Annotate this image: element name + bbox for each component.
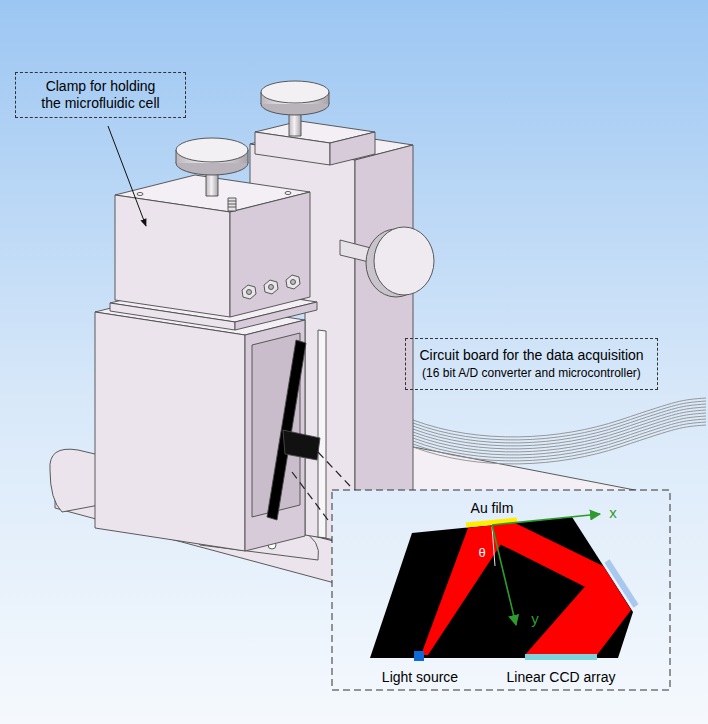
callout-text: Circuit board for the data acquisition: [418, 346, 645, 365]
cable-wire: [413, 398, 706, 437]
figure-label: y: [531, 611, 539, 626]
clamp-front: [115, 195, 230, 317]
figure-label: Light source: [382, 670, 458, 684]
callout-box: Clamp for holding the microfluidic cell: [15, 72, 186, 118]
cap-side: [330, 132, 375, 165]
knob-face: [374, 227, 434, 295]
callout-subtext: (16 bit A/D converter and microcontrolle…: [418, 365, 645, 381]
screw: [228, 198, 236, 211]
hole: [285, 192, 291, 195]
block-front: [95, 312, 245, 551]
cable-wire: [413, 410, 706, 449]
prism-body: [370, 517, 633, 658]
nut-bore: [291, 280, 296, 285]
cable-wire: [413, 413, 706, 452]
leader-arrow: [108, 126, 146, 226]
zoom-line: [318, 452, 350, 486]
knob-top: [261, 81, 329, 103]
cable-wire: [413, 422, 706, 461]
figure-label: Au film: [471, 501, 514, 515]
inset-frame: [332, 490, 670, 690]
zoom-line: [292, 472, 328, 520]
y-axis: [492, 525, 516, 625]
column-slot: [318, 330, 326, 538]
figure-label: Linear CCD array: [507, 670, 616, 684]
knob-top: [176, 138, 248, 162]
mirror: [607, 561, 636, 606]
screw-thread: [228, 201, 236, 207]
cable-wire: [413, 404, 706, 443]
cable-wire: [413, 416, 706, 455]
light-source: [414, 651, 424, 661]
hex-nut: [286, 275, 300, 289]
hex-nut: [264, 280, 278, 294]
prism: [267, 340, 306, 520]
cable-wire: [413, 425, 706, 464]
sensor: [283, 430, 320, 460]
figure-label: θ: [478, 546, 485, 559]
hole: [137, 193, 143, 196]
cable-wire: [413, 419, 706, 458]
ribbon-cable: [413, 398, 706, 464]
x-axis: [492, 514, 600, 525]
nut-bore: [247, 290, 252, 295]
nut-bore: [269, 285, 274, 290]
cap-front: [255, 132, 330, 165]
cable-wire: [413, 401, 706, 440]
hex-nut: [242, 285, 256, 299]
inset-prism: [370, 514, 636, 661]
callout-box: Circuit board for the data acquisition(1…: [405, 338, 658, 390]
figure-label: x: [609, 505, 617, 520]
callout-text: Clamp for holding the microfluidic cell: [38, 78, 163, 112]
ccd-array: [525, 654, 597, 660]
clamp-side: [230, 192, 310, 317]
cable-wire: [413, 407, 706, 446]
reflected-beam: [525, 566, 631, 655]
